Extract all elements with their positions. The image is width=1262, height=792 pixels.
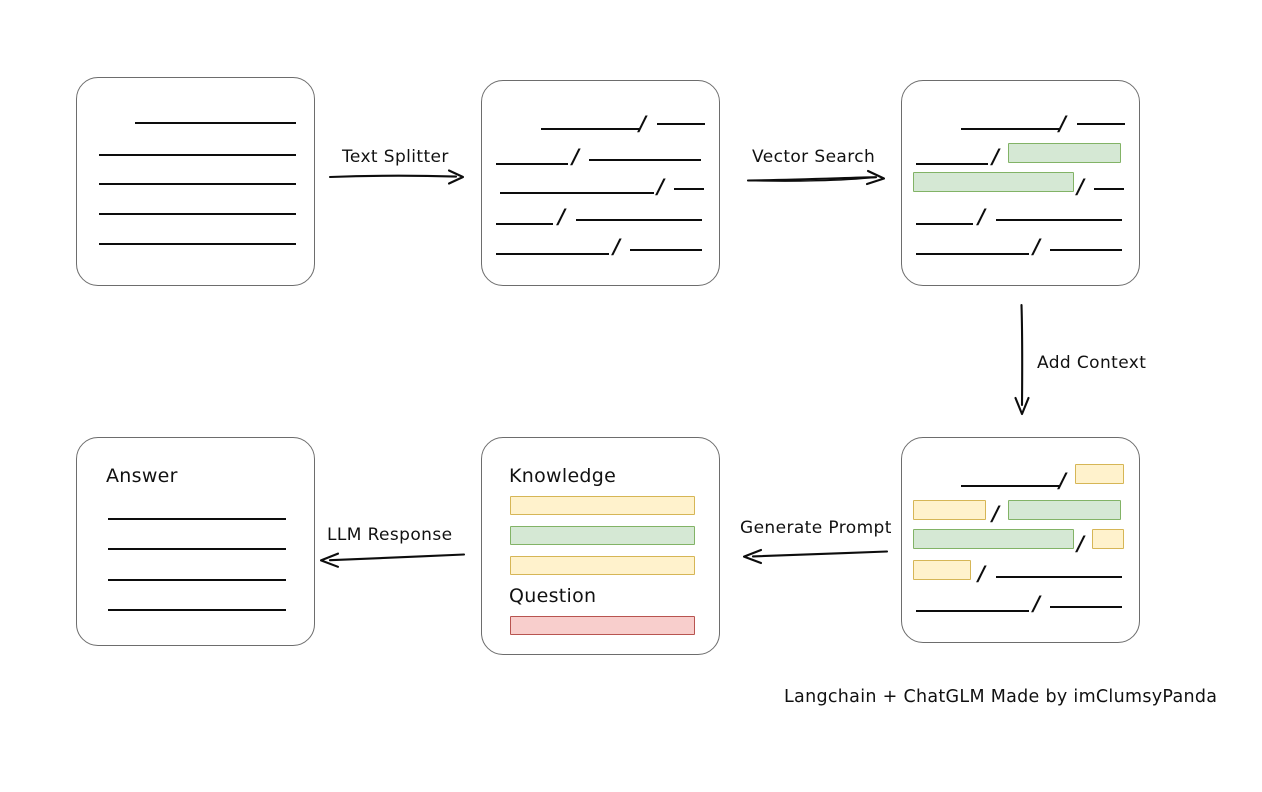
- context-chunk-highlight: [1075, 464, 1124, 484]
- split-separator: /: [613, 234, 621, 259]
- split-segment: [916, 610, 1029, 612]
- answer-line: [108, 548, 286, 550]
- knowledge-bar: [510, 526, 695, 545]
- prompt-box: Knowledge Question: [481, 437, 720, 655]
- document-line: [99, 243, 296, 245]
- answer-line: [108, 579, 286, 581]
- split-separator: /: [1059, 468, 1067, 493]
- diagram-caption: Langchain + ChatGLM Made by imClumsyPand…: [784, 687, 1218, 707]
- source-document-box: [76, 77, 315, 286]
- generate-prompt-label: Generate Prompt: [740, 518, 892, 538]
- generate-prompt-arrow: [741, 545, 889, 565]
- llm-response-arrow: [318, 549, 466, 569]
- split-segment: [500, 192, 654, 194]
- document-line: [99, 154, 296, 156]
- split-segment: [961, 128, 1059, 130]
- matched-chunk-highlight: [1008, 500, 1121, 520]
- knowledge-bar: [510, 556, 695, 575]
- vector-search-arrow: [746, 168, 888, 190]
- split-segment: [916, 163, 988, 165]
- split-segment: [541, 128, 639, 130]
- split-separator: /: [1077, 174, 1085, 199]
- text-splitter-arrow: [328, 168, 466, 188]
- split-separator: /: [978, 561, 986, 586]
- vector-matched-document-box: / / / / /: [901, 80, 1140, 286]
- question-bar: [510, 616, 695, 635]
- matched-chunk-highlight: [1008, 143, 1121, 163]
- matched-chunk-highlight: [913, 529, 1074, 549]
- document-line: [135, 122, 296, 124]
- split-segment: [496, 163, 568, 165]
- document-line: [99, 183, 296, 185]
- split-separator: /: [978, 204, 986, 229]
- split-segment: [996, 219, 1122, 221]
- split-separator: /: [1059, 111, 1067, 136]
- answer-box: Answer: [76, 437, 315, 646]
- split-separator: /: [992, 501, 1000, 526]
- split-separator: /: [992, 144, 1000, 169]
- context-chunk-highlight: [1092, 529, 1124, 549]
- split-segment: [996, 576, 1122, 578]
- context-chunk-highlight: [913, 560, 971, 580]
- split-separator: /: [1077, 531, 1085, 556]
- llm-response-label: LLM Response: [327, 525, 453, 545]
- question-title: Question: [509, 585, 597, 607]
- add-context-label: Add Context: [1037, 353, 1147, 373]
- knowledge-bar: [510, 496, 695, 515]
- document-line: [99, 213, 296, 215]
- split-separator: /: [639, 111, 647, 136]
- split-document-box: / / / / /: [481, 80, 720, 286]
- knowledge-title: Knowledge: [509, 465, 617, 487]
- split-segment: [496, 253, 609, 255]
- split-segment: [1050, 606, 1122, 608]
- split-segment: [657, 123, 705, 125]
- split-segment: [576, 219, 702, 221]
- split-separator: /: [1033, 234, 1041, 259]
- split-segment: [1077, 123, 1125, 125]
- split-segment: [674, 188, 704, 190]
- split-segment: [916, 253, 1029, 255]
- text-splitter-label: Text Splitter: [342, 147, 449, 167]
- answer-line: [108, 518, 286, 520]
- answer-title: Answer: [106, 465, 178, 487]
- split-separator: /: [657, 174, 665, 199]
- answer-line: [108, 609, 286, 611]
- split-segment: [916, 223, 973, 225]
- split-segment: [589, 159, 701, 161]
- split-separator: /: [1033, 591, 1041, 616]
- add-context-arrow: [1012, 303, 1034, 417]
- split-segment: [496, 223, 553, 225]
- matched-chunk-highlight: [913, 172, 1074, 192]
- split-segment: [630, 249, 702, 251]
- split-segment: [1050, 249, 1122, 251]
- split-segment: [961, 485, 1059, 487]
- context-chunk-highlight: [913, 500, 986, 520]
- split-segment: [1094, 188, 1124, 190]
- split-separator: /: [572, 144, 580, 169]
- split-separator: /: [558, 204, 566, 229]
- vector-search-label: Vector Search: [752, 147, 876, 167]
- context-document-box: / / / / /: [901, 437, 1140, 643]
